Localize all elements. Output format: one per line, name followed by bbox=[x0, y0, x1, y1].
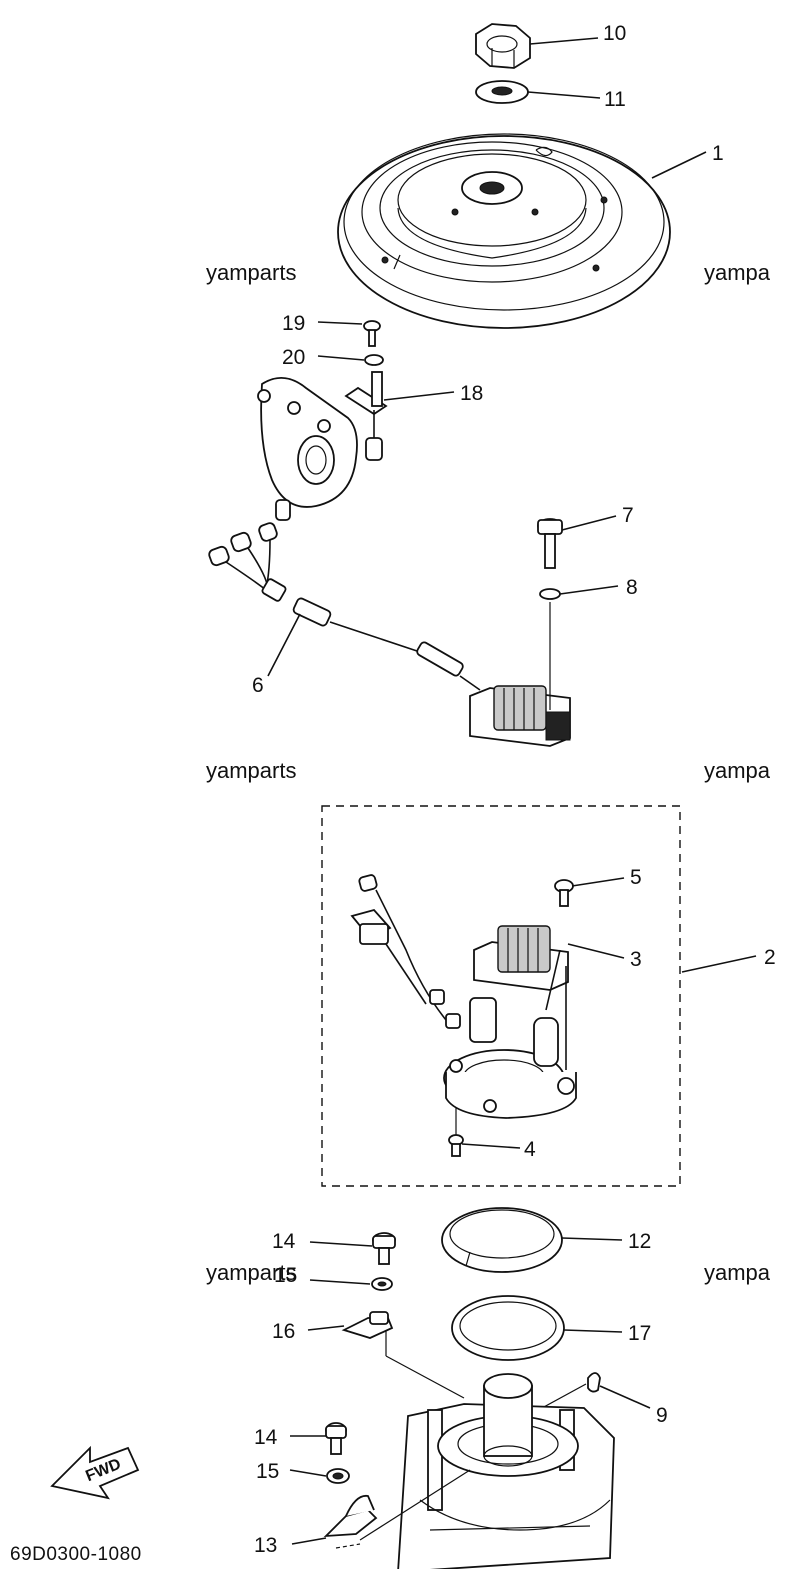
part-label-10: 10 bbox=[603, 22, 626, 45]
washer-15-upper-part bbox=[371, 1277, 393, 1291]
part-label-1: 1 bbox=[712, 142, 724, 165]
part-label-20: 20 bbox=[282, 346, 305, 369]
part-label-5: 5 bbox=[630, 866, 642, 889]
part-label-15-upper: 15 bbox=[274, 1264, 297, 1287]
part-label-8: 8 bbox=[626, 576, 638, 599]
ring-17-part bbox=[451, 1295, 565, 1361]
ring-12-part bbox=[441, 1207, 563, 1273]
part-label-14-upper: 14 bbox=[272, 1230, 296, 1253]
bolt-7-part bbox=[537, 518, 563, 569]
crankcase-part bbox=[359, 1373, 615, 1569]
part-label-11: 11 bbox=[604, 88, 626, 111]
wire-harness-6-part bbox=[208, 522, 571, 747]
part-label-3: 3 bbox=[630, 948, 642, 971]
watermark-left-1: yamparts bbox=[206, 260, 296, 285]
fwd-arrow: FWD bbox=[50, 1445, 140, 1500]
nut-part bbox=[475, 23, 531, 69]
stator-assembly-part bbox=[350, 874, 577, 1119]
washer-8-part bbox=[539, 588, 561, 600]
clamp-16-part bbox=[341, 1311, 465, 1399]
screw-4-part bbox=[448, 1108, 464, 1157]
part-label-12: 12 bbox=[628, 1230, 651, 1253]
magneto-base-part bbox=[257, 377, 358, 521]
washer-15-lower-part bbox=[326, 1468, 350, 1484]
part-label-4: 4 bbox=[524, 1138, 536, 1161]
lever-18-part bbox=[344, 371, 388, 461]
watermark-left-3: yamparts bbox=[206, 1260, 296, 1285]
screw-14-lower-part bbox=[325, 1422, 347, 1455]
part-label-18: 18 bbox=[460, 382, 483, 405]
assembly-2-boundary bbox=[321, 805, 681, 1187]
screw-14-upper-part bbox=[372, 1232, 396, 1265]
washer-20-part bbox=[364, 354, 384, 366]
part-label-13: 13 bbox=[254, 1534, 277, 1557]
watermark-left-2: yamparts bbox=[206, 758, 296, 783]
part-label-2: 2 bbox=[764, 946, 776, 969]
part-label-16: 16 bbox=[272, 1320, 295, 1343]
part-label-7: 7 bbox=[622, 504, 634, 527]
part-label-9: 9 bbox=[656, 1404, 668, 1427]
screw-19-part bbox=[363, 320, 381, 347]
screw-5-part bbox=[554, 879, 574, 907]
diagram-code: 69D0300-1080 bbox=[10, 1544, 142, 1565]
charge-coil-3-part bbox=[473, 925, 569, 1070]
watermark-right-3: yampa bbox=[704, 1260, 771, 1285]
flywheel-part bbox=[337, 133, 671, 329]
part-label-19: 19 bbox=[282, 312, 305, 335]
part-label-6: 6 bbox=[252, 674, 264, 697]
washer-part bbox=[475, 80, 529, 104]
part-label-15-lower: 15 bbox=[256, 1460, 279, 1483]
watermark-right-1: yampa bbox=[704, 260, 771, 285]
watermark-right-2: yampa bbox=[704, 758, 771, 783]
leader-lines bbox=[267, 37, 757, 1545]
part-label-17: 17 bbox=[628, 1322, 651, 1345]
part-label-14-lower: 14 bbox=[254, 1426, 278, 1449]
clamp-13-part bbox=[323, 1494, 378, 1549]
